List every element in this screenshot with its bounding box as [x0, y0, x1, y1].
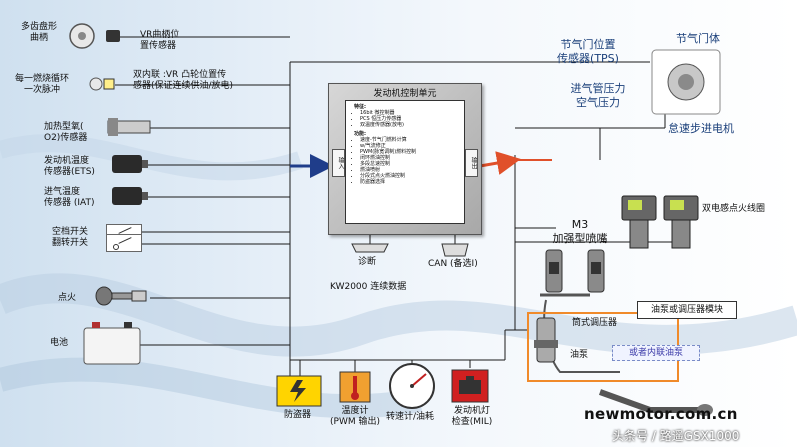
- diagnostic-label: 诊断: [358, 257, 377, 267]
- injector-icon-1: [545, 249, 563, 293]
- dual-coil-label: 双电感点火线圈: [702, 204, 766, 214]
- temperature-gauge-icon: [339, 371, 371, 403]
- o2-sensor-label: 加热型氧( O2)传感器: [44, 122, 88, 143]
- ecu-features-title: 特征:: [354, 104, 366, 110]
- ignition-key-icon: [95, 286, 147, 306]
- injector-icon-2: [587, 249, 605, 293]
- ecu-functions-title: 功能:: [354, 131, 366, 137]
- temp-gauge-label: 温度计 (PWM 输出): [330, 406, 380, 427]
- ecu-function-item: 多段怠速控制: [360, 161, 464, 167]
- tach-gauge-label: 转速计/油耗: [386, 412, 435, 422]
- ecu-panel: 特征: 16bit 微控制器 PCS 恒压力传感器 双温度传感器(放电) 功能:…: [345, 100, 465, 224]
- exhaust-pipe-icon: [598, 389, 713, 416]
- idle-stepper-label: 怠速步进电机: [668, 122, 734, 135]
- ets-sensor-icon: [112, 155, 148, 173]
- tip-switch-symbol: [106, 234, 142, 252]
- ecu-function-item: w/气流修正: [360, 143, 464, 149]
- can-connector-icon: [441, 243, 469, 257]
- battery-label: 电池: [50, 338, 69, 348]
- tube-regulator-label: 筒式调压器: [572, 318, 618, 328]
- mil-lamp-label: 发动机灯 检查(MIL): [451, 406, 493, 427]
- diagnostic-connector-icon: [351, 243, 389, 253]
- watermark-author: 头条号 / 路遥GSX1000: [612, 429, 740, 443]
- iat-sensor-label: 进气温度 传感器 (IAT): [44, 187, 95, 208]
- cam-sensor-icon: [89, 77, 115, 91]
- can-bus-label: CAN (备选I): [428, 259, 478, 269]
- fuel-pump-label: 油泵: [570, 350, 589, 360]
- ecu-input-port: 输入: [332, 149, 345, 177]
- vr-crank-sensor-label: VR曲柄位 置传感器: [140, 30, 180, 51]
- mil-lamp-icon: [451, 369, 489, 403]
- tachometer-gauge-icon: [389, 363, 435, 409]
- watermark-site: newmotor.com.cn: [584, 405, 738, 423]
- ecu-features-list: 16bit 微控制器 PCS 恒压力传感器 双温度传感器(放电): [346, 110, 464, 128]
- immobilizer-icon: [276, 375, 322, 407]
- immobilizer-label: 防盗器: [284, 410, 312, 420]
- ecu-function-item: PWM(脉宽调制)燃料控制: [360, 149, 464, 155]
- ecu-feature-item: 双温度传感器(放电): [360, 122, 464, 128]
- ecu-function-item: 防盗器选择: [360, 179, 464, 185]
- ets-sensor-label: 发动机温度 传感器(ETS): [44, 156, 95, 177]
- tps-label: 节气门位置 传感器(TPS): [557, 38, 619, 65]
- per-cycle-pulse-label: 每一燃烧循环 一次脉冲: [14, 74, 69, 95]
- throttle-body-label: 节气门体: [676, 32, 720, 45]
- ignition-coil-icon-1: [621, 195, 657, 249]
- fuel-pump-icon: [534, 317, 558, 363]
- cam-sensor-label: 双内联 :VR 凸轮位置传 感器(保证连续供油/放电): [133, 70, 234, 91]
- map-sensor-label: 进气管压力 空气压力: [570, 82, 626, 109]
- ecu-title: 发动机控制单元: [373, 89, 437, 99]
- iat-sensor-icon: [112, 187, 148, 205]
- relay-module-label: 油泵或调压器模块: [637, 301, 737, 319]
- tip-switch-label: 翻转开关: [52, 238, 89, 248]
- ecu-functions-list: 速度-节气门燃料计算 w/气流修正 PWM(脉宽调制)燃料控制 闭环燃油控制 多…: [346, 137, 464, 185]
- kw2000-label: KW2000 连续数据: [330, 282, 407, 292]
- crank-wheel-icon: [69, 23, 95, 49]
- o2-sensor-icon: [107, 118, 151, 136]
- inline-pump-label: 或者内联油泵: [612, 345, 700, 361]
- idle-switch-label: 空档开关: [52, 227, 89, 237]
- ecu-output-port: 输出: [465, 149, 478, 177]
- ecu-function-item: 分段式点火燃油控制: [360, 173, 464, 179]
- throttle-body-icon: [651, 49, 721, 115]
- ecu-function-item: 闭环燃油控制: [360, 155, 464, 161]
- crank-wheel-label: 多齿盘形 曲柄: [20, 22, 57, 43]
- ignition-coil-icon-2: [663, 195, 699, 249]
- vr-crank-sensor-icon: [106, 30, 120, 42]
- ecu-feature-item: 16bit 微控制器: [360, 110, 464, 116]
- ecu-function-item: 速度-节气门燃料计算: [360, 137, 464, 143]
- ignition-label: 点火: [58, 293, 77, 303]
- ecu-function-item: 燃油喷射: [360, 167, 464, 173]
- ecu-feature-item: PCS 恒压力传感器: [360, 116, 464, 122]
- battery-icon: [83, 322, 141, 365]
- ecu-unit: 发动机控制单元 输入 输出 特征: 16bit 微控制器 PCS 恒压力传感器 …: [328, 83, 482, 235]
- m3-injector-label: M3 加强型喷嘴: [552, 218, 608, 245]
